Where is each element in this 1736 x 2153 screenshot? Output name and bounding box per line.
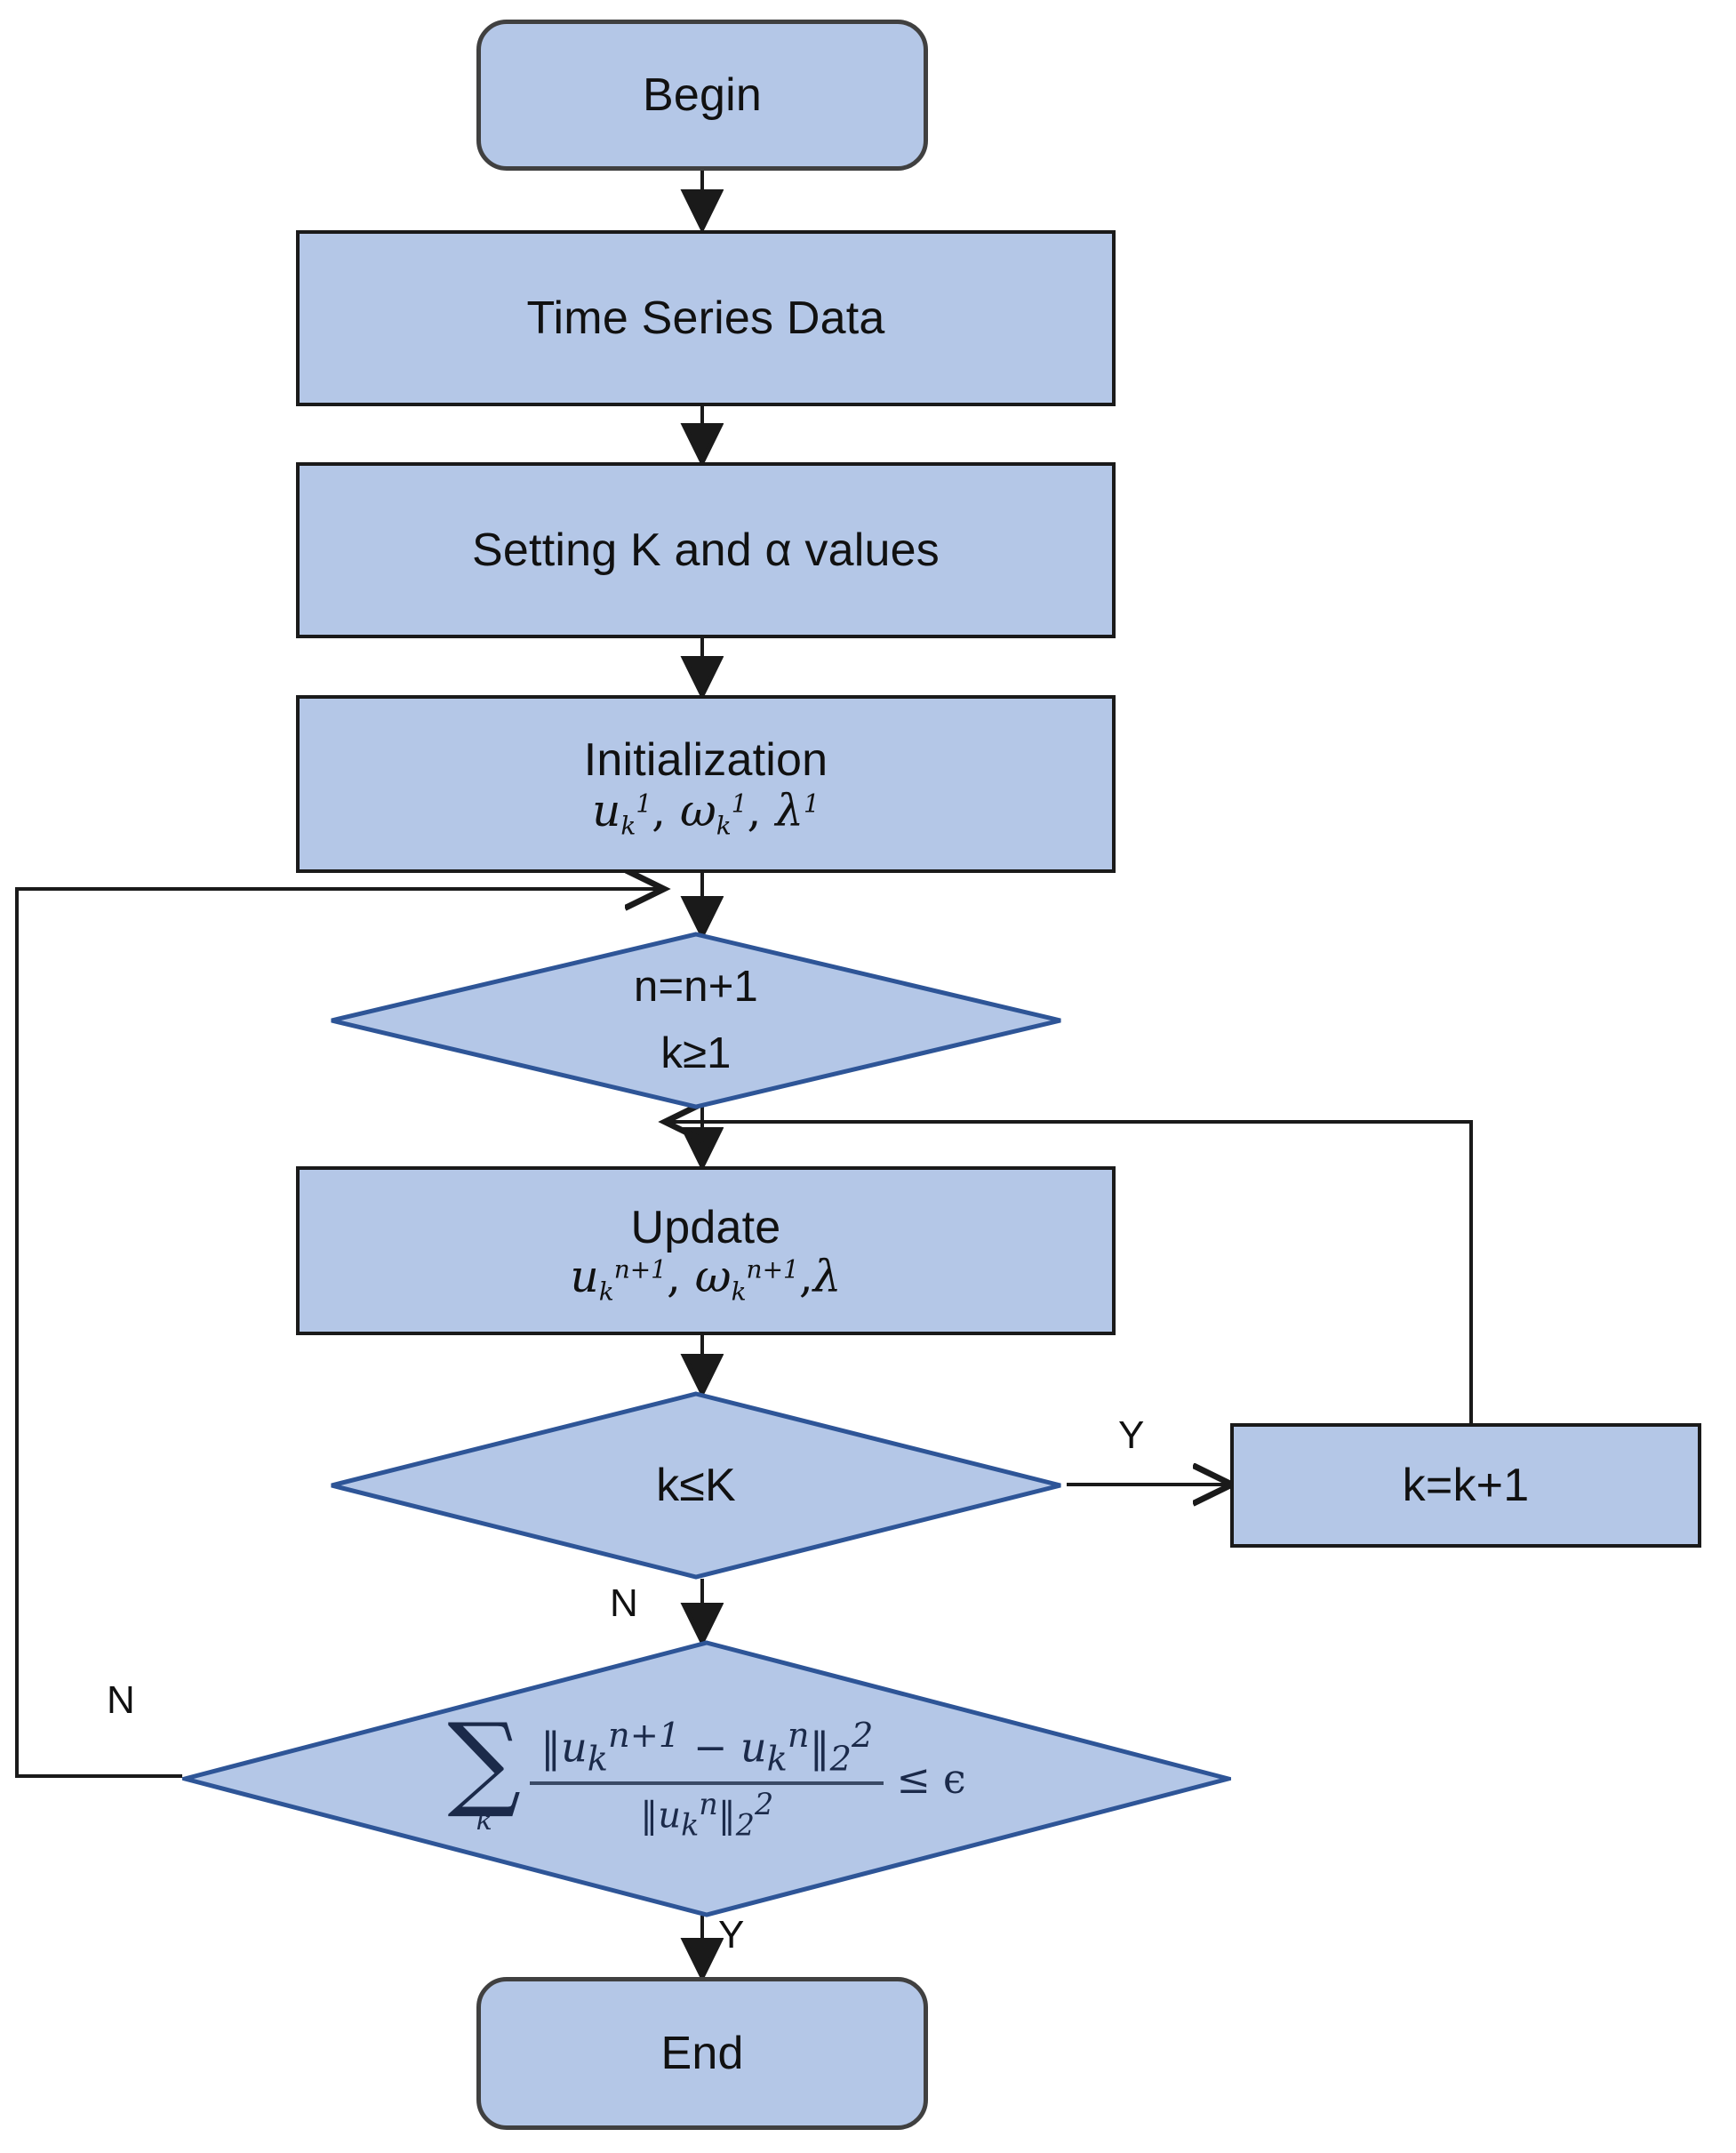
counter-decision-shape (331, 932, 1061, 1109)
node-update[interactable]: Update ukn+1, ωkn+1,λ (296, 1166, 1116, 1335)
node-end[interactable]: End (476, 1977, 928, 2130)
node-time-series-data-label: Time Series Data (526, 292, 885, 344)
k-check-decision-shape (331, 1391, 1061, 1580)
node-initialization-label: Initialization (583, 733, 828, 786)
node-k-check-decision[interactable]: k≤K (329, 1391, 1063, 1580)
edge-label-k-check-yes: Y (1118, 1413, 1145, 1457)
node-initialization-formula: uk1, ωk1, λ1 (592, 784, 820, 841)
edge-label-convergence-yes: Y (718, 1913, 745, 1957)
node-begin-label: Begin (643, 68, 762, 121)
convergence-decision-shape (182, 1640, 1231, 1917)
node-k-increment[interactable]: k=k+1 (1230, 1423, 1701, 1548)
node-end-label: End (660, 2027, 744, 2079)
node-update-label: Update (630, 1201, 781, 1253)
node-k-increment-label: k=k+1 (1402, 1459, 1530, 1511)
node-time-series-data[interactable]: Time Series Data (296, 230, 1116, 406)
node-setting-k-alpha-label: Setting K and α values (472, 524, 940, 576)
node-setting-k-alpha[interactable]: Setting K and α values (296, 462, 1116, 638)
node-initialization[interactable]: Initialization uk1, ωk1, λ1 (296, 695, 1116, 873)
node-begin[interactable]: Begin (476, 20, 928, 171)
node-convergence-decision[interactable]: ∑ k ‖ukn+1 − ukn‖22 ‖ukn‖22 ≤ ϵ (182, 1640, 1231, 1917)
edge-label-convergence-no: N (107, 1678, 135, 1722)
node-update-formula: ukn+1, ωkn+1,λ (570, 1250, 842, 1307)
node-counter-decision[interactable]: n=n+1 k≥1 (329, 932, 1063, 1109)
edge-label-k-check-no: N (610, 1581, 638, 1625)
